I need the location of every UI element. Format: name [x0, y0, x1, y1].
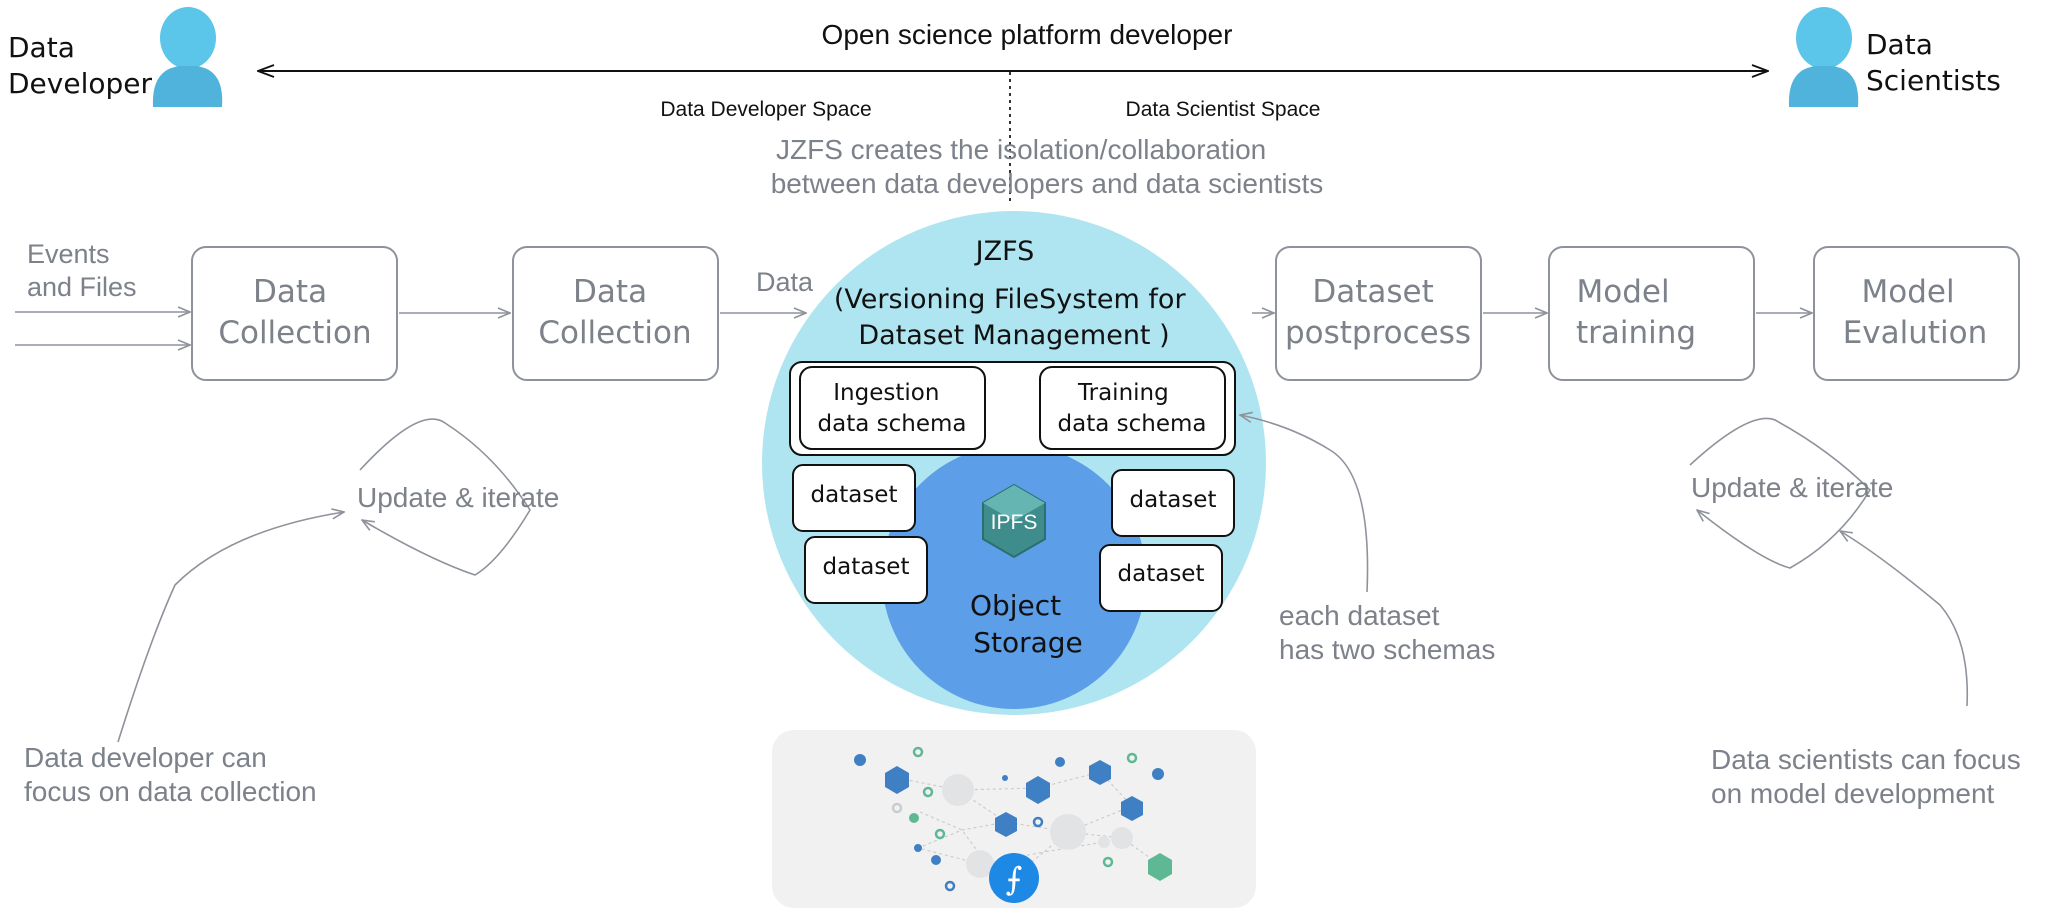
- pipeline-box: Model training: [1548, 246, 1755, 381]
- update-iterate-label: Update & iterate: [357, 482, 559, 513]
- svg-text:Ingestion data schema: Ingestion data schema: [818, 380, 967, 437]
- note-arrow: [1240, 415, 1369, 593]
- data-label: Data: [756, 267, 814, 297]
- jzfs-subtitle: (Versioning FileSystem for Dataset Manag…: [834, 284, 1194, 351]
- developer-note: Data developer can focus on data collect…: [24, 742, 317, 807]
- data-developer-label: Data Developer: [8, 31, 152, 100]
- data-scientists-label: Data Scientists: [1866, 28, 2001, 97]
- isolation-note: JZFS creates the isolation/collaboration…: [771, 134, 1324, 199]
- object-storage-circle: [882, 445, 1146, 709]
- svg-text:Data Collection: Data Collection: [538, 274, 691, 351]
- update-loop-left: Update & iterate: [357, 418, 559, 576]
- dataset-box: dataset: [804, 536, 928, 604]
- dataset-box: dataset: [792, 464, 916, 532]
- svg-text:⨍: ⨍: [1006, 860, 1023, 898]
- object-storage-label: Object Storage: [970, 589, 1083, 659]
- ipfs-icon: IPFS: [982, 483, 1046, 559]
- note-arrow: [1840, 531, 1969, 707]
- dataset-box: dataset: [1099, 544, 1223, 612]
- svg-text:dataset: dataset: [1130, 487, 1217, 513]
- pipeline-box: Model Evalution: [1813, 246, 2020, 381]
- svg-text:Data Collection: Data Collection: [218, 274, 371, 351]
- training-schema-box: Training data schema: [1039, 366, 1226, 450]
- platform-title: Open science platform developer: [822, 19, 1233, 50]
- developer-space-label: Data Developer Space: [660, 98, 871, 121]
- scientist-space-label: Data Scientist Space: [1126, 98, 1321, 121]
- jzfs-component: JZFS (Versioning FileSystem for Dataset …: [762, 211, 1266, 715]
- jzfs-title: JZFS: [974, 236, 1035, 267]
- filecoin-network-icon: ⨍: [772, 730, 1256, 908]
- svg-text:dataset: dataset: [811, 482, 898, 508]
- events-files-label: Events and Files: [27, 239, 137, 302]
- pipeline-box: Data Collection: [512, 246, 719, 381]
- svg-text:dataset: dataset: [823, 554, 910, 580]
- update-loop-right: Update & iterate: [1689, 417, 1893, 569]
- update-iterate-label: Update & iterate: [1691, 472, 1893, 503]
- person-icon: [152, 7, 223, 107]
- dataset-box: dataset: [1111, 469, 1235, 537]
- scientist-note: Data scientists can focus on model devel…: [1711, 744, 2028, 809]
- svg-text:Dataset postprocess: Dataset postprocess: [1285, 274, 1471, 351]
- ingestion-schema-box: Ingestion data schema: [799, 366, 986, 450]
- data-scientists-actor: Data Scientists: [1788, 7, 2001, 107]
- pipeline-box: Dataset postprocess: [1275, 246, 1482, 381]
- note-arrow: [117, 512, 344, 743]
- person-icon: [1788, 7, 1859, 107]
- svg-text:IPFS: IPFS: [991, 511, 1038, 534]
- schema-note: each dataset has two schemas: [1279, 600, 1495, 665]
- data-developer-actor: Data Developer: [8, 7, 223, 107]
- svg-text:dataset: dataset: [1118, 561, 1205, 587]
- svg-text:Model training: Model training: [1576, 274, 1696, 351]
- svg-text:Training data schema: Training data schema: [1058, 380, 1207, 437]
- pipeline-box: Data Collection: [191, 246, 398, 381]
- svg-text:Model Evalution: Model Evalution: [1843, 274, 1988, 351]
